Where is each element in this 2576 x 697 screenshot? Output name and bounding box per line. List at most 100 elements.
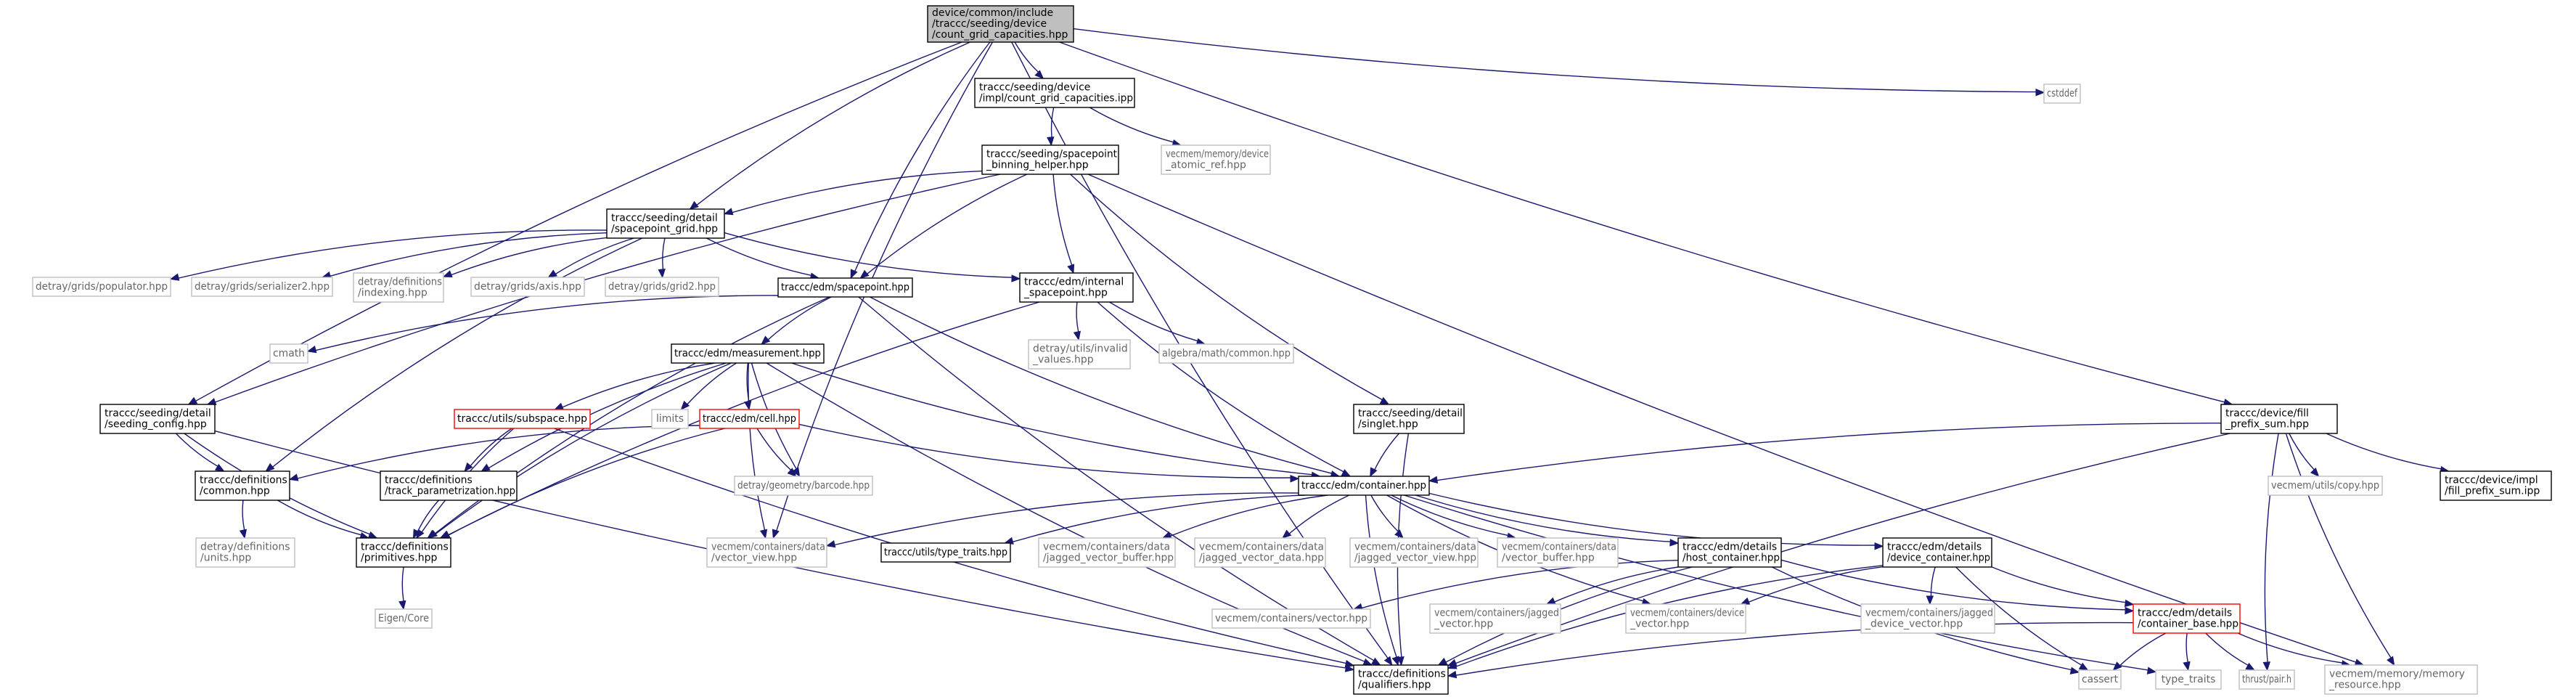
node-vm-jagged-device-vector[interactable]: vecmem/containers/jagged_device_vector.h… — [1860, 603, 1995, 634]
node-label-line: /fill_prefix_sum.ipp — [2445, 486, 2540, 497]
edge-primitives-to-eigen — [398, 566, 406, 611]
edge-defs_common-to-primitives — [277, 500, 369, 540]
arrowhead-icon — [2146, 667, 2157, 674]
node-label-line: vecmem/containers/jagged — [1865, 608, 1993, 619]
node-box — [1211, 608, 1371, 629]
node-internal-sp[interactable]: traccc/edm/internal_spacepoint.hpp — [1019, 272, 1134, 303]
node-root[interactable]: device/common/include/traccc/seeding/dev… — [927, 5, 1074, 43]
node-box — [706, 537, 827, 568]
node-box — [195, 470, 290, 501]
node-label-line: /common.hpp — [200, 486, 270, 497]
node-seeding-config[interactable]: traccc/seeding/detail/seeding_config.hpp — [99, 404, 216, 434]
edge-line — [2185, 632, 2188, 663]
node-host-container[interactable]: traccc/edm/details/host_container.hpp — [1677, 537, 1782, 568]
node-container[interactable]: traccc/edm/container.hpp — [1298, 476, 1430, 496]
node-grid2[interactable]: detray/grids/grid2.hpp — [605, 277, 719, 297]
node-vm-device-vector[interactable]: vecmem/containers/device_vector.hpp — [1625, 603, 1746, 634]
node-axis[interactable]: detray/grids/axis.hpp — [470, 277, 585, 297]
node-populator[interactable]: detray/grids/populator.hpp — [32, 277, 171, 297]
node-box — [2220, 404, 2338, 434]
node-atomic-ref[interactable]: vecmem/memory/device_atomic_ref.hpp — [1161, 144, 1271, 175]
node-box — [1158, 343, 1294, 364]
arrowhead-icon — [2183, 661, 2191, 672]
node-defs-common[interactable]: traccc/definitions/common.hpp — [195, 470, 290, 501]
node-units[interactable]: detray/definitions/units.hpp — [195, 537, 295, 568]
node-cmath[interactable]: cmath — [269, 343, 308, 364]
node-type-traits[interactable]: type_traits — [2155, 669, 2222, 690]
edge-line — [1436, 423, 2222, 481]
node-label-line: /primitives.hpp — [361, 553, 438, 564]
node-invalid-values[interactable]: detray/utils/invalid_values.hpp — [1028, 339, 1131, 370]
node-box — [699, 409, 800, 429]
arrowhead-icon — [1034, 70, 1044, 79]
node-eigen[interactable]: Eigen/Core — [375, 608, 433, 629]
node-box — [2238, 669, 2295, 690]
node-label-line: /jagged_vector_buffer.hpp — [1043, 553, 1174, 564]
node-track-param[interactable]: traccc/definitions/track_parametrization… — [380, 470, 518, 501]
edge-sp_grid-to-spacepoint — [706, 237, 820, 280]
node-box — [1038, 537, 1176, 568]
node-indexing[interactable]: detray/definitions/indexing.hpp — [353, 272, 444, 303]
node-thrust-pair[interactable]: thrust/pair.h — [2238, 669, 2295, 690]
edge-container-to-jagged_vec_buffer — [1161, 494, 1328, 539]
edge-line — [1073, 28, 2037, 93]
arrowhead-icon — [1371, 657, 1381, 666]
edge-line — [435, 362, 732, 535]
node-fill-prefix-sum[interactable]: traccc/device/fill_prefix_sum.hpp — [2220, 404, 2338, 434]
arrowhead-icon — [1545, 597, 1556, 605]
edge-line — [2119, 632, 2167, 667]
node-vm-jagged-vector[interactable]: vecmem/containers/jagged_vector.hpp — [1429, 603, 1561, 634]
node-vector-view[interactable]: vecmem/containers/data/vector_view.hpp — [706, 537, 827, 568]
edge-line — [401, 566, 404, 602]
node-label-line: _resource.hpp — [2328, 680, 2401, 691]
node-box — [1625, 603, 1746, 634]
node-vec-buffer[interactable]: vecmem/containers/data/vector_buffer.hpp — [1497, 537, 1619, 568]
node-fill-prefix-ipp[interactable]: traccc/device/impl/fill_prefix_sum.ipp — [2440, 470, 2552, 501]
arrowhead-icon — [306, 346, 317, 354]
edge-container_base-to-type_traits — [2183, 632, 2191, 672]
arrowhead-icon — [658, 269, 666, 279]
edge-binning_helper-to-internal_sp — [1052, 174, 1075, 274]
node-singlet[interactable]: traccc/seeding/detail/singlet.hpp — [1353, 404, 1465, 434]
edge-container_base-to-memory_resource — [2237, 632, 2351, 668]
node-limits[interactable]: limits — [651, 409, 689, 429]
edge-line — [867, 174, 1028, 274]
node-cassert[interactable]: cassert — [2078, 669, 2122, 690]
edge-root-to-seeding_config — [187, 41, 962, 405]
node-memory-resource[interactable]: vecmem/memory/memory_resource.hpp — [2324, 664, 2478, 695]
node-label-line: vecmem/containers/data — [1502, 542, 1616, 553]
node-cgc-ipp[interactable]: traccc/seeding/device/impl/count_grid_ca… — [974, 78, 1135, 108]
node-jagged-vec-view[interactable]: vecmem/containers/data/jagged_vector_vie… — [1349, 537, 1479, 568]
node-serializer2[interactable]: detray/grids/serializer2.hpp — [191, 277, 333, 297]
node-sp-grid[interactable]: traccc/seeding/detail/spacepoint_grid.hp… — [606, 208, 725, 239]
edge-line — [272, 237, 642, 468]
node-spacepoint[interactable]: traccc/edm/spacepoint.hpp — [777, 277, 913, 298]
node-subspace[interactable]: traccc/utils/subspace.hpp — [454, 409, 591, 429]
node-cstddef[interactable]: cstddef — [2043, 83, 2081, 104]
node-jagged-vec-buffer[interactable]: vecmem/containers/data/jagged_vector_buf… — [1038, 537, 1176, 568]
node-type-traits-utils[interactable]: traccc/utils/type_traits.hpp — [880, 542, 1011, 563]
node-vm-vector[interactable]: vecmem/containers/vector.hpp — [1211, 608, 1371, 629]
edge-measurement-to-primitives — [428, 362, 732, 539]
node-device-container[interactable]: traccc/edm/details/device_container.hpp — [1882, 537, 1992, 568]
arrowhead-icon — [1447, 670, 1457, 679]
node-binning-helper[interactable]: traccc/seeding/spacepoint_binning_helper… — [981, 144, 1119, 175]
edge-device_container-to-qualifiers — [1447, 565, 1884, 669]
node-measurement[interactable]: traccc/edm/measurement.hpp — [671, 343, 825, 364]
node-label-line: cmath — [273, 348, 305, 359]
node-primitives[interactable]: traccc/definitions/primitives.hpp — [356, 537, 451, 568]
node-algebra-common[interactable]: algebra/math/common.hpp — [1158, 343, 1294, 364]
edge-line — [178, 229, 608, 279]
arrowhead-icon — [1669, 539, 1680, 547]
arrowhead-icon — [850, 269, 858, 280]
node-cell[interactable]: traccc/edm/cell.hpp — [699, 409, 800, 429]
node-qualifiers[interactable]: traccc/definitions/qualifiers.hpp — [1353, 664, 1449, 695]
node-label-line: traccc/edm/cell.hpp — [703, 413, 796, 425]
node-container-base[interactable]: traccc/edm/details/container_base.hpp — [2133, 603, 2241, 634]
node-label-line: traccc/edm/details — [2138, 608, 2232, 619]
edge-track_param-to-primitives — [412, 500, 440, 539]
edge-line — [756, 428, 792, 471]
node-vm-copy[interactable]: vecmem/utils/copy.hpp — [2268, 476, 2383, 496]
node-barcode[interactable]: detray/geometry/barcode.hpp — [734, 476, 873, 496]
node-jagged-vec-data[interactable]: vecmem/containers/data/jagged_vector_dat… — [1194, 537, 1326, 568]
